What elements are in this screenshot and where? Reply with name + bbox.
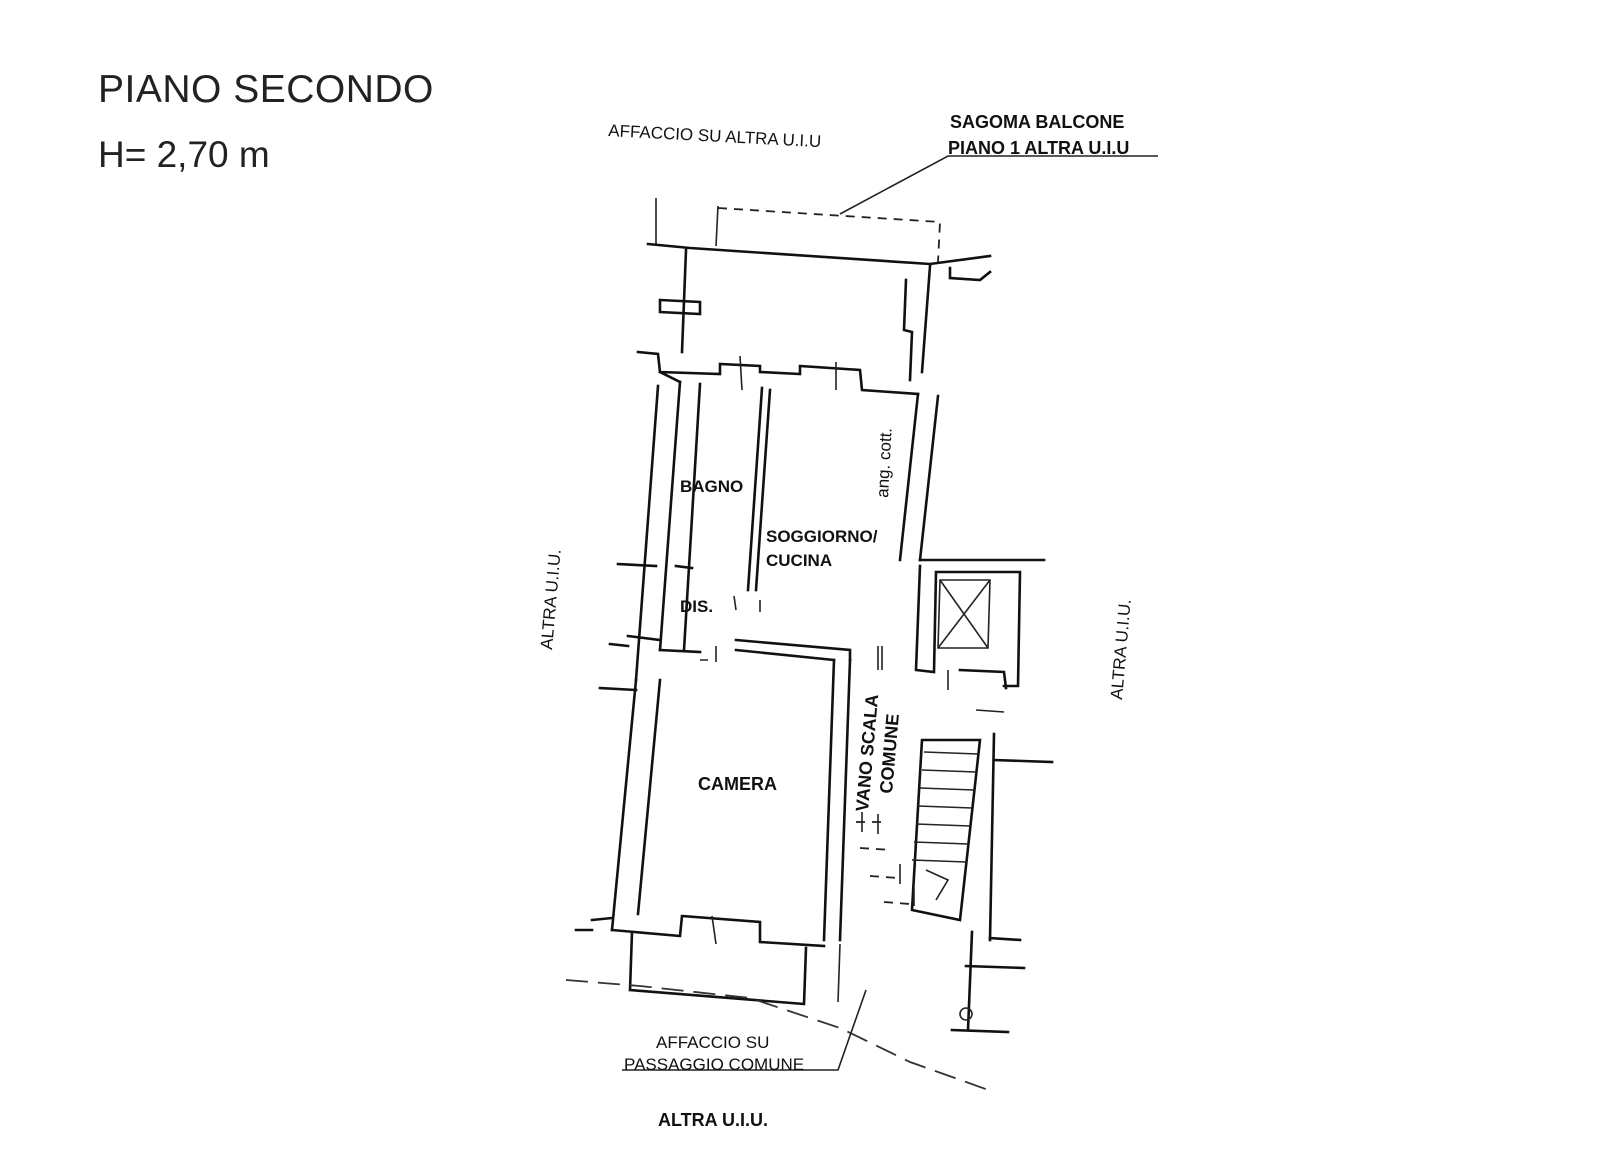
label-affaccio-bottom-1: AFFACCIO SU	[656, 1033, 769, 1052]
room-label-comune: COMUNE	[876, 713, 903, 794]
label-altra-bottom: ALTRA U.I.U.	[658, 1110, 768, 1130]
page-title: PIANO SECONDO	[98, 68, 434, 111]
label-affaccio-top: AFFACCIO SU ALTRA U.I.U	[608, 121, 822, 151]
room-label-soggiorno-2: CUCINA	[766, 551, 832, 570]
lift-shaft	[914, 564, 1022, 713]
camera-balcony	[628, 930, 841, 1006]
room-label-vano-scala: VANO SCALA	[852, 693, 882, 812]
room-label-bagno: BAGNO	[680, 477, 743, 496]
ceiling-height-label: H= 2,70 m	[98, 134, 270, 175]
label-altra-right: ALTRA U.I.U.	[1107, 598, 1135, 700]
room-label-dis: DIS.	[680, 597, 713, 616]
label-altra-left: ALTRA U.I.U.	[537, 548, 565, 650]
label-affaccio-bottom-2: PASSAGGIO COMUNE	[624, 1055, 804, 1074]
loggia-walls	[646, 242, 992, 382]
sagoma-leader-line	[839, 155, 1158, 215]
passage-boundary	[565, 979, 995, 1093]
room-label-soggiorno-1: SOGGIORNO/	[766, 527, 878, 546]
door-marks	[700, 355, 883, 945]
room-label-camera: CAMERA	[698, 774, 777, 794]
label-sagoma-line1: SAGOMA BALCONE	[950, 112, 1124, 132]
room-label-ang-cott: ang. cott.	[873, 427, 896, 498]
label-sagoma-line2: PIANO 1 ALTRA U.I.U	[948, 138, 1129, 158]
balcony-outline	[655, 198, 941, 263]
apartment-walls	[574, 350, 1046, 948]
staircase	[856, 732, 1054, 1034]
